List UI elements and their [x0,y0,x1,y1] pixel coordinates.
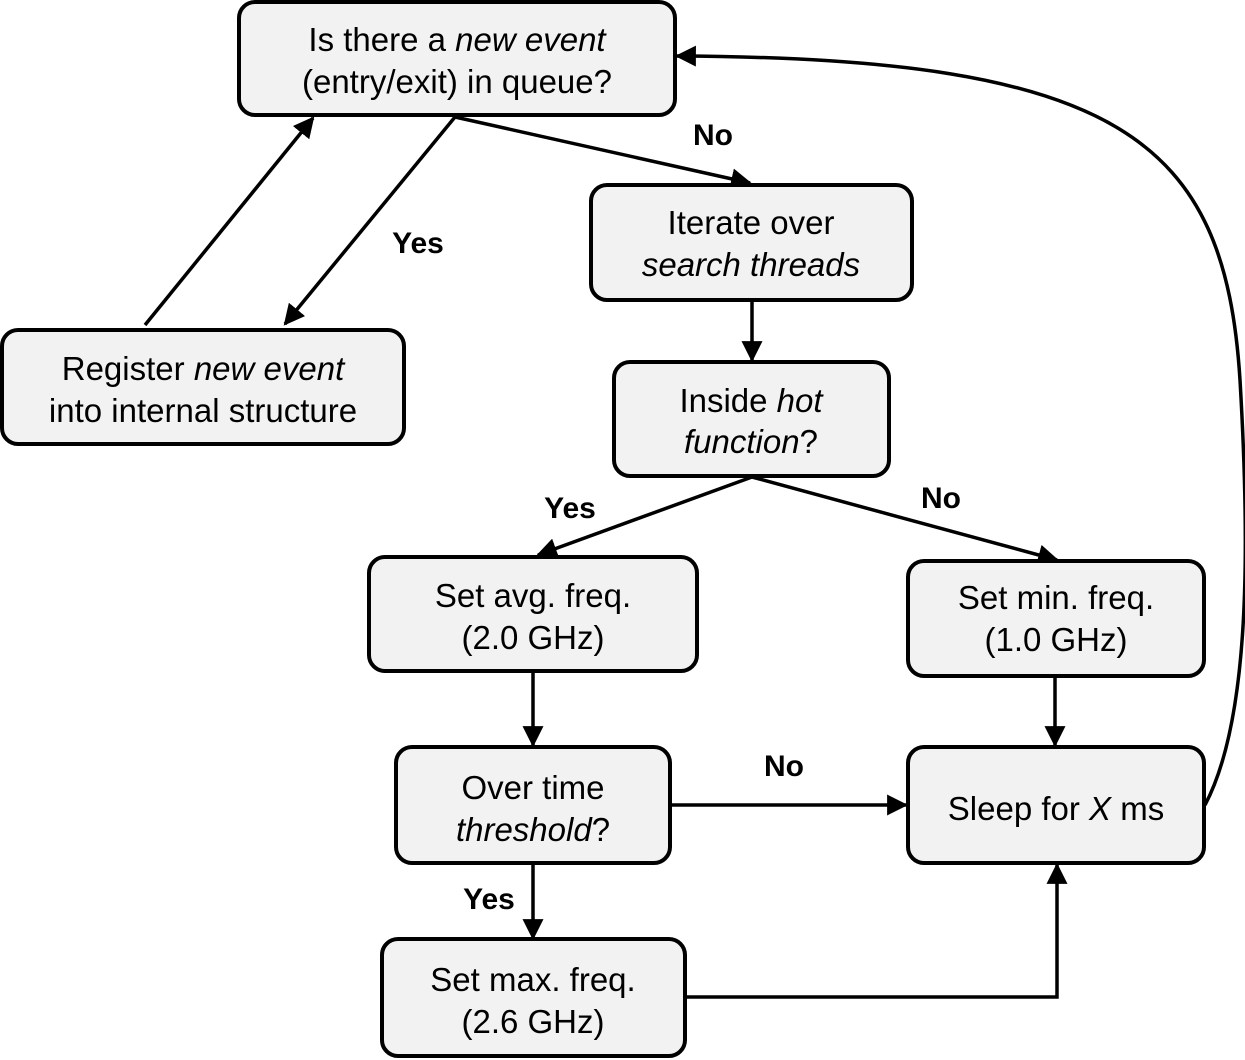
node-over-time: Over time threshold? [394,745,672,865]
node-check-queue-line1: Is there a new event [308,21,607,58]
node-set-avg-line2: (2.0 GHz) [461,619,604,656]
node-set-min: Set min. freq. (1.0 GHz) [906,559,1206,678]
edge-label-hot-yes: Yes [544,492,596,525]
edge-sleep-loop-to-queue [674,45,1245,806]
node-over-time-line1: Over time [461,769,604,806]
node-register-line1: Register new event [62,350,346,387]
node-iterate-line1: Iterate over [668,204,835,241]
edge-register-to-queue [143,116,315,327]
node-register: Register new event into internal structu… [0,328,406,446]
node-set-max-line2: (2.6 GHz) [461,1003,604,1040]
edge-queue-no-to-iterate [454,115,753,190]
node-iterate: Iterate over search threads [589,183,914,302]
edge-label-queue-no: No [693,119,733,152]
node-check-queue: Is there a new event (entry/exit) in que… [237,0,677,117]
node-set-max: Set max. freq. (2.6 GHz) [380,937,687,1058]
node-inside-hot-line2: function? [684,423,818,460]
node-set-max-line1: Set max. freq. [430,961,635,998]
edge-label-hot-no: No [921,482,961,515]
edge-label-threshold-yes: Yes [463,883,515,916]
node-over-time-line2: threshold? [456,811,610,848]
edge-set-max-to-sleep [684,862,1068,999]
node-set-avg-line1: Set avg. freq. [435,577,631,614]
node-set-min-line1: Set min. freq. [958,579,1154,616]
node-iterate-line2: search threads [642,246,860,283]
edge-queue-yes-to-register [283,115,457,326]
node-inside-hot: Inside hot function? [612,360,891,478]
node-register-line2: into internal structure [49,392,357,429]
node-set-min-line2: (1.0 GHz) [984,621,1127,658]
node-sleep: Sleep for X ms [906,745,1206,865]
edge-label-queue-yes: Yes [392,227,444,260]
node-inside-hot-line1: Inside hot [679,382,824,419]
edge-hot-yes-to-set-avg [536,475,753,559]
node-check-queue-line2: (entry/exit) in queue? [302,63,612,100]
edge-label-threshold-no: No [764,750,804,783]
node-set-avg: Set avg. freq. (2.0 GHz) [367,555,699,673]
edge-hot-no-to-set-min [751,475,1060,566]
node-sleep-label: Sleep for X ms [948,790,1164,827]
